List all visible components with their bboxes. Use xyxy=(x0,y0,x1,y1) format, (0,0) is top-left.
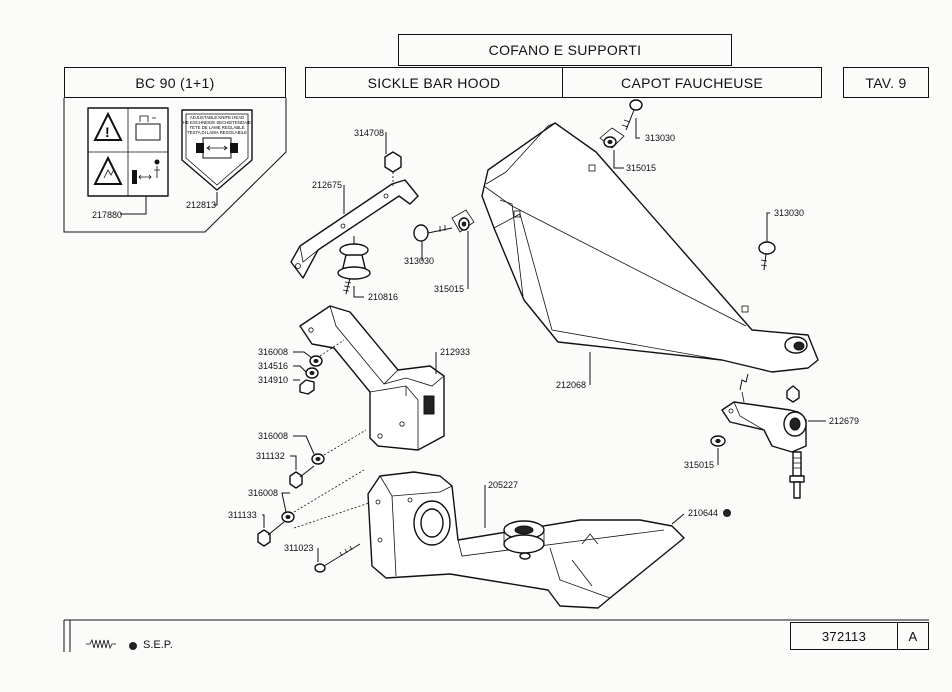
bolt-313030-top xyxy=(621,99,643,131)
label-313030-a: 313030 xyxy=(645,133,675,143)
label-314910: 314910 xyxy=(258,375,288,385)
title-italian: COFANO E SUPPORTI xyxy=(398,34,732,66)
label-212813: 212813 xyxy=(186,200,216,210)
bolt-313030-left xyxy=(413,224,453,242)
plate-number: TAV. 9 xyxy=(843,67,929,98)
label-212933: 212933 xyxy=(440,347,470,357)
label-210816: 210816 xyxy=(368,292,398,302)
label-212679: 212679 xyxy=(829,416,859,426)
hood-212068 xyxy=(481,122,819,373)
label-313030-c: 313030 xyxy=(774,208,804,218)
document-number: 372113 xyxy=(790,622,898,650)
label-316008-a: 316008 xyxy=(258,347,288,357)
warning-triangle-icon xyxy=(93,155,123,185)
clamp-212679 xyxy=(721,401,807,453)
label-212675: 212675 xyxy=(312,180,342,190)
model-label: BC 90 (1+1) xyxy=(64,67,286,98)
label-311133: 311133 xyxy=(228,510,257,520)
leader-lines xyxy=(120,118,826,562)
bracket-212675 xyxy=(290,179,419,279)
knife-head-decal-212813: ADJUSTABLE KNIFE HEAD HE ESCHNEIDE SECHE… xyxy=(181,109,253,191)
label-314708: 314708 xyxy=(354,128,384,138)
nut-314910 xyxy=(299,379,315,395)
filled-dot-icon xyxy=(723,509,731,517)
bolt-311133 xyxy=(257,521,285,547)
label-311023: 311023 xyxy=(284,543,313,553)
washer-315015-left xyxy=(451,209,475,233)
washer-315015-top xyxy=(599,127,625,149)
label-311132: 311132 xyxy=(256,451,285,461)
title-french: CAPOT FAUCHEUSE xyxy=(562,67,822,98)
break-line xyxy=(739,373,749,391)
svg-text:HE ESCHNEIDE SECHEITENDAIE: HE ESCHNEIDE SECHEITENDAIE xyxy=(183,120,251,125)
svg-text:TETE DE LAME REGLABLE: TETE DE LAME REGLABLE xyxy=(190,125,245,130)
nut-314708 xyxy=(384,151,402,173)
label-315015-a: 315015 xyxy=(626,163,656,173)
svg-text:ADJUSTABLE KNIFE HEAD: ADJUSTABLE KNIFE HEAD xyxy=(190,115,244,120)
label-205227: 205227 xyxy=(488,480,518,490)
label-212068: 212068 xyxy=(556,380,586,390)
spring-icon xyxy=(86,638,116,650)
label-210644: 210644 xyxy=(688,508,718,518)
svg-text:!: ! xyxy=(105,124,110,140)
label-315015-c: 315015 xyxy=(684,460,714,470)
rubber-stud-210816 xyxy=(337,236,371,295)
label-217880: 217880 xyxy=(92,210,122,220)
warning-triangle-icon xyxy=(93,111,123,141)
decal-panel-outline xyxy=(63,98,287,233)
label-314516: 314516 xyxy=(258,361,288,371)
label-316008-b: 316008 xyxy=(258,431,288,441)
bolt-313030-right xyxy=(758,241,776,271)
washer-315015-right xyxy=(710,435,726,447)
label-313030-b: 313030 xyxy=(404,256,434,266)
washer-316008-a xyxy=(309,355,323,367)
washer-314516 xyxy=(305,367,319,379)
label-316008-c: 316008 xyxy=(248,488,278,498)
filled-dot-icon xyxy=(129,642,137,650)
washer-316008-b xyxy=(311,453,325,465)
sep-legend: S.E.P. xyxy=(143,639,173,651)
bolt-311132 xyxy=(289,465,315,489)
washer-316008-c xyxy=(281,511,295,523)
base-205227 xyxy=(367,471,685,609)
nut-clamp xyxy=(786,385,800,403)
bolt-311023 xyxy=(314,543,361,573)
warning-decal-217880: ! xyxy=(87,107,169,197)
support-212933 xyxy=(299,305,445,451)
revision-letter: A xyxy=(897,622,929,650)
stud-clamp xyxy=(789,451,805,499)
svg-text:TESTA DI LAMA REGOLABILE: TESTA DI LAMA REGOLABILE xyxy=(187,130,247,135)
label-315015-b: 315015 xyxy=(434,284,464,294)
